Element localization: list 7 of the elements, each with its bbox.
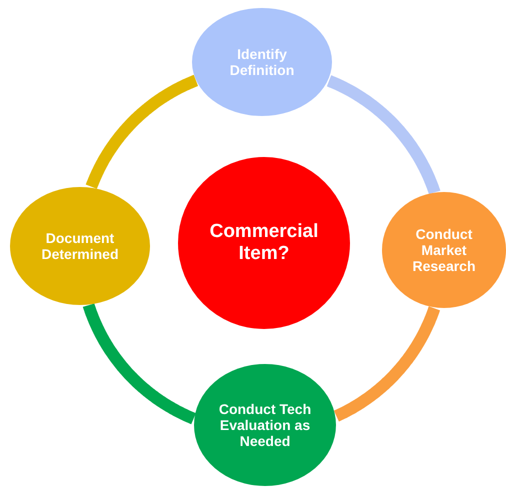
node-label: Document Determined <box>40 230 120 262</box>
node-label: Conduct Tech Evaluation as Needed <box>218 401 312 449</box>
node-label: Commercial Item? <box>208 221 320 265</box>
connector-arc <box>332 304 440 422</box>
node-label: Conduct Market Research <box>411 226 477 274</box>
node-label: Identify Definition <box>228 46 296 78</box>
connector-arc <box>86 74 201 192</box>
